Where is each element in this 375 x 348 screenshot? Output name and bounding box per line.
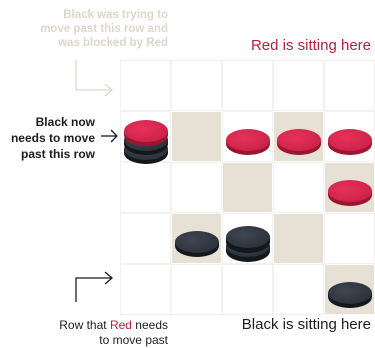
bent-arrow-bottom-icon <box>70 264 118 304</box>
black-piece[interactable] <box>175 226 219 257</box>
red-piece[interactable] <box>124 115 168 146</box>
red-row-note-suffix: needs <box>132 318 168 332</box>
black-now-label: Black now needs to move past this row <box>0 114 95 162</box>
red-row-note-prefix: Row that <box>59 318 110 332</box>
red-row-note-red-word: Red <box>110 318 132 332</box>
board-square[interactable] <box>324 60 375 111</box>
board-square[interactable] <box>273 162 324 213</box>
board-square[interactable] <box>324 213 375 264</box>
board-square[interactable] <box>273 60 324 111</box>
board-square[interactable] <box>171 111 222 162</box>
blocked-row-note-line-2: move past this row and <box>0 22 168 36</box>
board-square[interactable] <box>222 264 273 315</box>
board-square[interactable] <box>171 162 222 213</box>
blocked-row-note-line-3: was blocked by Red <box>0 36 168 50</box>
red-piece[interactable] <box>277 124 321 155</box>
blocked-row-note-line-1: Black was trying to <box>0 8 168 22</box>
blocked-row-note: Black was trying to move past this row a… <box>0 8 168 50</box>
board-square[interactable] <box>222 162 273 213</box>
board-square[interactable] <box>120 264 171 315</box>
black-now-line-3: past this row <box>0 146 95 162</box>
board-square[interactable] <box>171 264 222 315</box>
bent-arrow-top-icon <box>70 58 118 98</box>
black-sitting-label: Black is sitting here <box>242 316 371 333</box>
board-square[interactable] <box>273 264 324 315</box>
board-square[interactable] <box>120 162 171 213</box>
board-square[interactable] <box>273 213 324 264</box>
red-sitting-label: Red is sitting here <box>251 37 371 54</box>
red-piece[interactable] <box>226 124 270 155</box>
board-square[interactable] <box>120 60 171 111</box>
right-arrow-icon <box>100 128 120 144</box>
red-row-note: Row that Red needs to move past <box>0 318 168 348</box>
black-now-line-1: Black now <box>0 114 95 130</box>
black-piece[interactable] <box>226 222 270 253</box>
board-square[interactable] <box>222 60 273 111</box>
board-square[interactable] <box>120 213 171 264</box>
black-piece[interactable] <box>328 277 372 308</box>
red-row-note-line-1: Row that Red needs <box>0 318 168 333</box>
black-now-line-2: needs to move <box>0 130 95 146</box>
red-piece[interactable] <box>328 124 372 155</box>
board-square[interactable] <box>171 60 222 111</box>
red-piece[interactable] <box>328 175 372 206</box>
